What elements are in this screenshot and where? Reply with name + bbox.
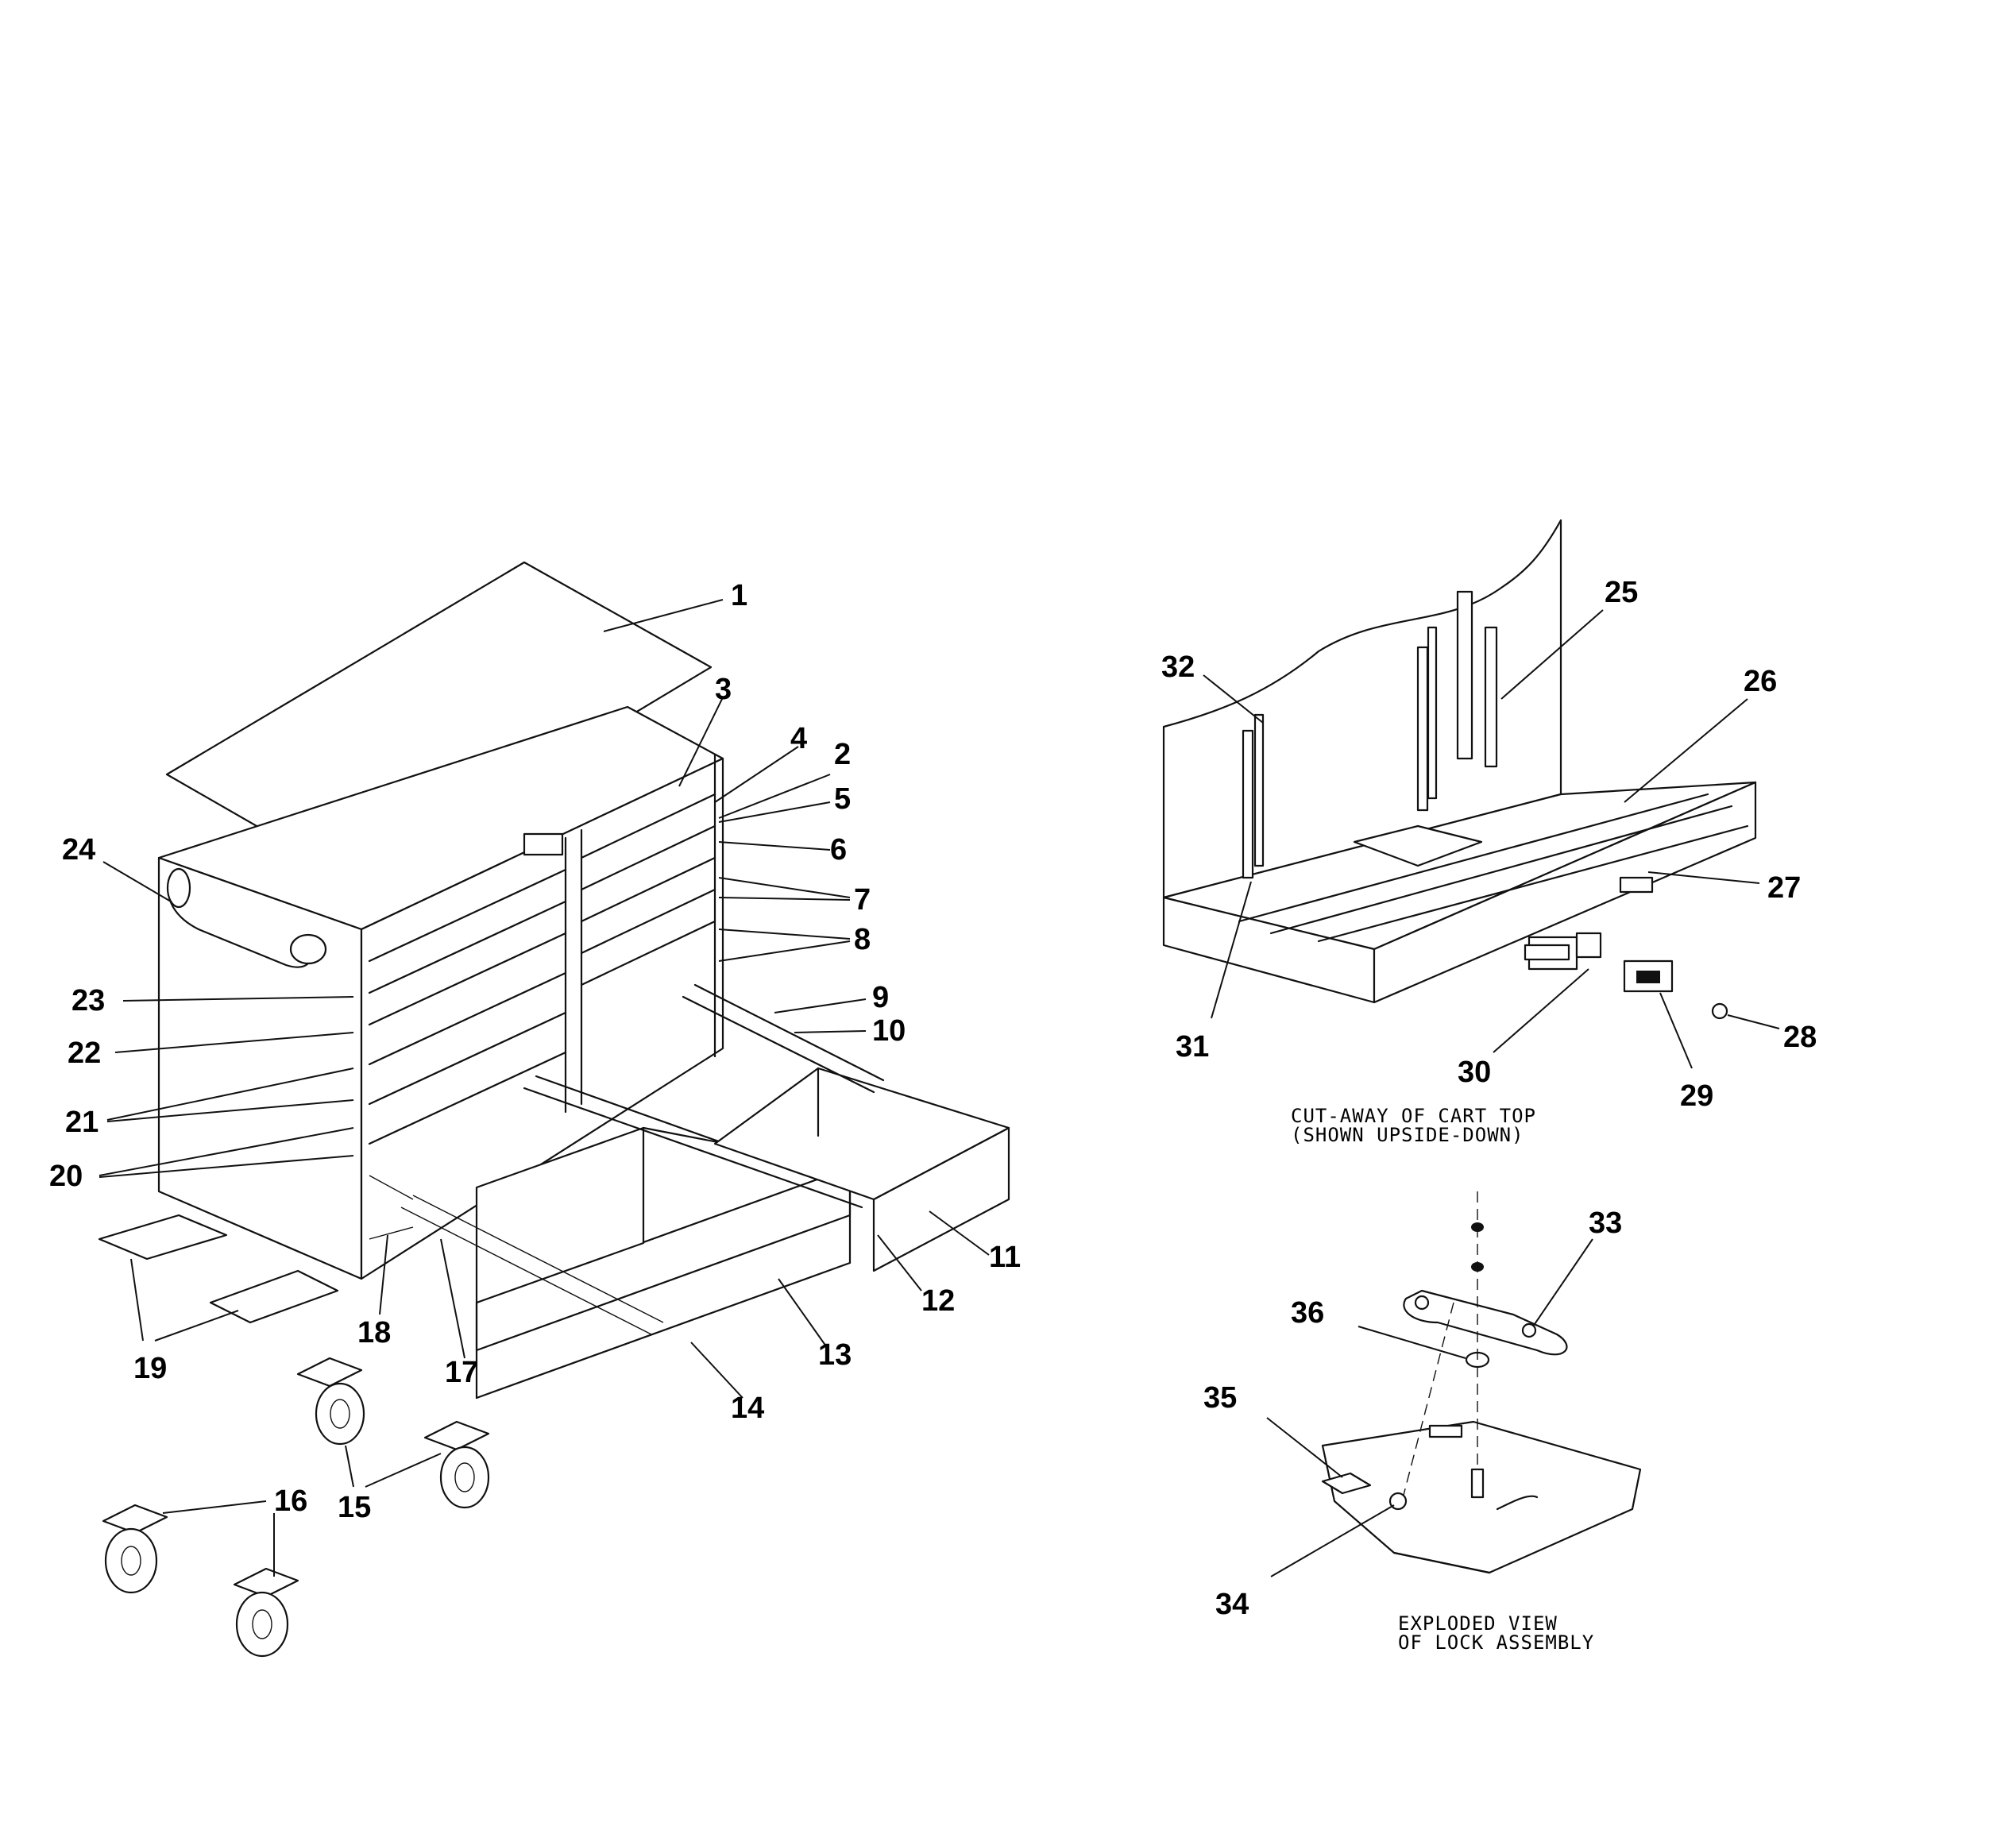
callout-10: 10 bbox=[872, 1014, 906, 1048]
cart-top-cutaway bbox=[1162, 519, 1757, 1020]
callout-15: 15 bbox=[338, 1491, 371, 1524]
callout-27: 27 bbox=[1767, 871, 1801, 905]
callout-21: 21 bbox=[65, 1106, 98, 1139]
callout-33: 33 bbox=[1589, 1206, 1622, 1240]
callout-35: 35 bbox=[1203, 1381, 1237, 1415]
callout-17: 17 bbox=[445, 1356, 478, 1389]
tool-cart-assembly bbox=[98, 561, 1010, 1658]
caption-lock-line2: OF LOCK ASSEMBLY bbox=[1398, 1631, 1594, 1654]
callout-7: 7 bbox=[854, 883, 871, 917]
callout-labels: 1 2 3 4 5 6 7 8 9 10 11 12 13 14 15 16 1… bbox=[49, 576, 1817, 1621]
callout-22: 22 bbox=[68, 1037, 101, 1070]
open-drawer-large bbox=[400, 1075, 871, 1400]
callout-9: 9 bbox=[872, 981, 889, 1014]
mounting-plates bbox=[98, 1214, 339, 1324]
callout-23: 23 bbox=[71, 984, 105, 1017]
callout-13: 13 bbox=[818, 1338, 852, 1372]
callout-25: 25 bbox=[1605, 576, 1638, 609]
callout-14: 14 bbox=[731, 1392, 764, 1425]
lock-plate bbox=[523, 832, 564, 856]
cart-leader-lines bbox=[98, 599, 990, 1577]
callout-36: 36 bbox=[1291, 1296, 1324, 1330]
callout-31: 31 bbox=[1176, 1030, 1209, 1064]
cutaway-leader-lines bbox=[1203, 609, 1780, 1069]
caption-cart-top-line2: (SHOWN UPSIDE-DOWN) bbox=[1291, 1124, 1524, 1146]
callout-12: 12 bbox=[921, 1284, 955, 1318]
callout-29: 29 bbox=[1680, 1079, 1713, 1113]
left-drawer-fronts bbox=[368, 868, 567, 1145]
callout-24: 24 bbox=[62, 833, 95, 867]
callout-4: 4 bbox=[790, 722, 807, 755]
callout-1: 1 bbox=[731, 579, 747, 612]
callout-28: 28 bbox=[1783, 1021, 1817, 1054]
callout-11: 11 bbox=[989, 1241, 1021, 1274]
callout-6: 6 bbox=[830, 833, 847, 867]
callout-5: 5 bbox=[834, 782, 851, 816]
callout-3: 3 bbox=[715, 673, 732, 706]
caster-wheels bbox=[102, 1357, 490, 1658]
callout-32: 32 bbox=[1161, 651, 1195, 684]
captions: CUT-AWAY OF CART TOP (SHOWN UPSIDE-DOWN)… bbox=[1291, 1105, 1594, 1654]
caption-cart-top-line1: CUT-AWAY OF CART TOP bbox=[1291, 1105, 1536, 1127]
open-drawer-right bbox=[682, 983, 1010, 1272]
callout-30: 30 bbox=[1458, 1056, 1491, 1089]
cabinet-front-face bbox=[360, 757, 724, 1280]
side-handle bbox=[166, 867, 327, 968]
callout-20: 20 bbox=[49, 1160, 83, 1193]
callout-8: 8 bbox=[854, 923, 871, 956]
callout-19: 19 bbox=[133, 1352, 167, 1385]
callout-34: 34 bbox=[1215, 1588, 1249, 1621]
callout-26: 26 bbox=[1744, 665, 1777, 698]
lock-assembly bbox=[1321, 1191, 1642, 1574]
right-drawer-fronts bbox=[580, 793, 716, 986]
callout-16: 16 bbox=[274, 1484, 307, 1518]
lock-leader-lines bbox=[1266, 1238, 1593, 1577]
caption-lock-line1: EXPLODED VIEW bbox=[1398, 1612, 1558, 1635]
callout-18: 18 bbox=[357, 1316, 391, 1349]
callout-2: 2 bbox=[834, 738, 851, 771]
